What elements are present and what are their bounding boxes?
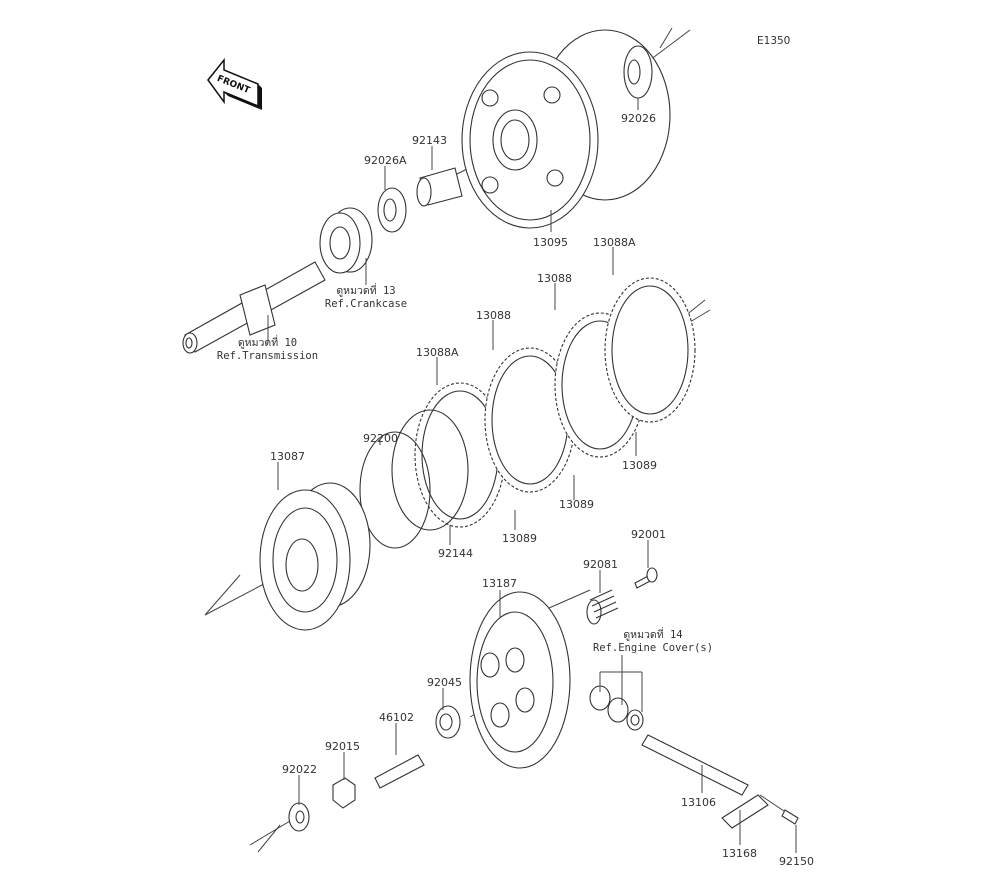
part-label-13095[interactable]: 13095	[533, 236, 568, 249]
leader-lines	[267, 98, 797, 853]
transmission-shaft-part	[182, 261, 326, 354]
ref-crankcase-en: Ref.Crankcase	[324, 298, 408, 310]
part-label-13168[interactable]: 13168	[722, 847, 757, 860]
part-label-13089-left[interactable]: 13089	[502, 532, 537, 545]
part-label-92026[interactable]: 92026	[621, 112, 656, 125]
spring-92144-part	[391, 409, 469, 531]
part-label-92200[interactable]: 92200	[363, 432, 398, 445]
bolt-92001-part	[634, 567, 658, 589]
part-label-13088A-top[interactable]: 13088A	[593, 236, 636, 249]
part-label-13088-right[interactable]: 13088	[537, 272, 572, 285]
ref-crankcase-thai: ดูหมวดที่ 13	[336, 285, 396, 297]
clutch-hub-part	[259, 482, 371, 631]
part-label-13088-left[interactable]: 13088	[476, 309, 511, 322]
front-arrow-icon	[207, 57, 262, 110]
part-label-13187[interactable]: 13187	[482, 577, 517, 590]
part-label-13089-mid[interactable]: 13089	[559, 498, 594, 511]
lever-part	[721, 794, 769, 829]
washer-92026A-part	[377, 187, 407, 233]
bolt-92150-part	[781, 809, 799, 825]
ref-transmission-thai: ดูหมวดที่ 10	[237, 337, 298, 349]
part-label-92001[interactable]: 92001	[631, 528, 666, 541]
bearing-part	[319, 207, 373, 274]
part-label-92045[interactable]: 92045	[427, 676, 462, 689]
needle-bearings-part	[589, 685, 644, 731]
wire-ring-92200-part	[359, 431, 431, 549]
part-label-92026A[interactable]: 92026A	[364, 154, 407, 167]
ref-transmission-en: Ref.Transmission	[216, 350, 319, 362]
washer-92026-part	[623, 45, 653, 99]
part-label-46102[interactable]: 46102	[379, 711, 414, 724]
ref-engine-cover-thai: ดูหมวดที่ 14	[623, 629, 683, 641]
bearing-92045-part	[435, 705, 461, 739]
push-rod-part	[641, 734, 749, 796]
part-label-92022[interactable]: 92022	[282, 763, 317, 776]
part-label-92081[interactable]: 92081	[583, 558, 618, 571]
ref-transmission[interactable]: ดูหมวดที่ 10 Ref.Transmission	[210, 337, 325, 363]
part-label-13088A-left[interactable]: 13088A	[416, 346, 459, 359]
rod-46102-part	[374, 754, 425, 789]
part-label-92150[interactable]: 92150	[779, 855, 814, 868]
nut-92015-part	[332, 777, 356, 809]
part-label-13087[interactable]: 13087	[270, 450, 305, 463]
clutch-plates	[414, 277, 696, 528]
pressure-plate-part	[469, 591, 571, 769]
diagram-code: E1350	[757, 35, 791, 47]
part-label-92015[interactable]: 92015	[325, 740, 360, 753]
part-label-92143[interactable]: 92143	[412, 134, 447, 147]
spring-92081-part	[586, 589, 619, 625]
part-label-92144[interactable]: 92144	[438, 547, 473, 560]
ref-engine-cover[interactable]: ดูหมวดที่ 14 Ref.Engine Cover(s)	[583, 629, 723, 655]
ref-crankcase[interactable]: ดูหมวดที่ 13 Ref.Crankcase	[316, 285, 416, 311]
part-label-13106[interactable]: 13106	[681, 796, 716, 809]
part-label-13089-right[interactable]: 13089	[622, 459, 657, 472]
sleeve-92143-part	[416, 167, 463, 207]
washer-92022-part	[288, 802, 310, 832]
ref-engine-cover-en: Ref.Engine Cover(s)	[592, 642, 714, 654]
